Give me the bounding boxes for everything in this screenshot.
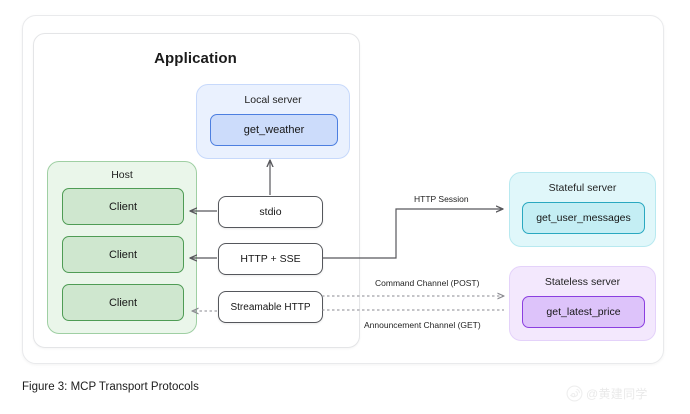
edge-label-command-channel: Command Channel (POST) bbox=[375, 278, 480, 288]
local-server-label: Local server bbox=[244, 94, 302, 106]
stateful-server-box: Stateful server get_user_messages bbox=[509, 172, 656, 247]
transport-stdio: stdio bbox=[218, 196, 323, 228]
transport-http-sse: HTTP + SSE bbox=[218, 243, 323, 275]
tool-get-weather: get_weather bbox=[210, 114, 338, 146]
client-box-2: Client bbox=[62, 236, 184, 273]
edge-label-announcement-channel: Announcement Channel (GET) bbox=[364, 320, 481, 330]
stateful-server-label: Stateful server bbox=[548, 182, 617, 194]
tool-get-user-messages: get_user_messages bbox=[522, 202, 645, 234]
transport-streamable-http: Streamable HTTP bbox=[218, 291, 323, 323]
host-box: Host Client Client Client bbox=[47, 161, 197, 334]
host-label: Host bbox=[111, 169, 133, 181]
local-server-box: Local server get_weather bbox=[196, 84, 350, 159]
edge-label-http-session: HTTP Session bbox=[414, 194, 469, 204]
weibo-icon bbox=[566, 385, 583, 402]
watermark: @黄建同学 bbox=[566, 385, 648, 402]
watermark-handle: @黄建同学 bbox=[586, 387, 648, 401]
figure-caption: Figure 3: MCP Transport Protocols bbox=[22, 381, 199, 393]
stateless-server-label: Stateless server bbox=[544, 276, 621, 288]
tool-get-latest-price: get_latest_price bbox=[522, 296, 645, 328]
stateless-server-box: Stateless server get_latest_price bbox=[509, 266, 656, 341]
application-title: Application bbox=[154, 50, 237, 67]
client-box-1: Client bbox=[62, 188, 184, 225]
client-box-3: Client bbox=[62, 284, 184, 321]
